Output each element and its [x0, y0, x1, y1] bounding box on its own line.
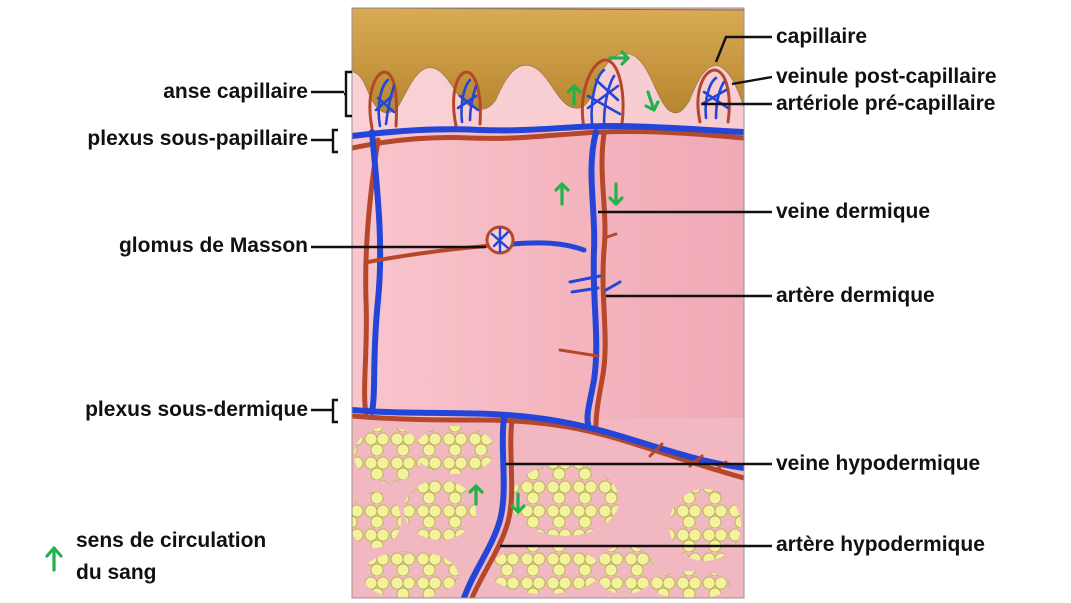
label-veine-hypodermique: veine hypodermique [776, 452, 980, 475]
legend: sens de circulation du sang [47, 529, 266, 584]
label-veine-dermique: veine dermique [776, 200, 930, 223]
label-glomus-de-masson: glomus de Masson [119, 234, 308, 257]
legend-line-1: sens de circulation [76, 529, 266, 552]
brace-plexus-sous-papillaire [330, 130, 338, 152]
label-plexus-sous-papillaire: plexus sous-papillaire [87, 127, 308, 150]
brace-anse-capillaire [344, 72, 352, 116]
label-capillaire: capillaire [776, 25, 867, 48]
green-up-arrow-icon [47, 548, 61, 570]
legend-line-2: du sang [76, 561, 157, 584]
label-plexus-sous-dermique: plexus sous-dermique [85, 398, 308, 421]
brace-plexus-sous-dermique [330, 400, 338, 422]
label-artere-hypodermique: artère hypodermique [776, 533, 985, 556]
label-anse-capillaire: anse capillaire [163, 80, 308, 103]
label-artere-dermique: artère dermique [776, 284, 935, 307]
label-veinule-post-capillaire: veinule post-capillaire [776, 65, 997, 88]
label-arteriole-pre-capillaire: artériole pré-capillaire [776, 92, 995, 115]
